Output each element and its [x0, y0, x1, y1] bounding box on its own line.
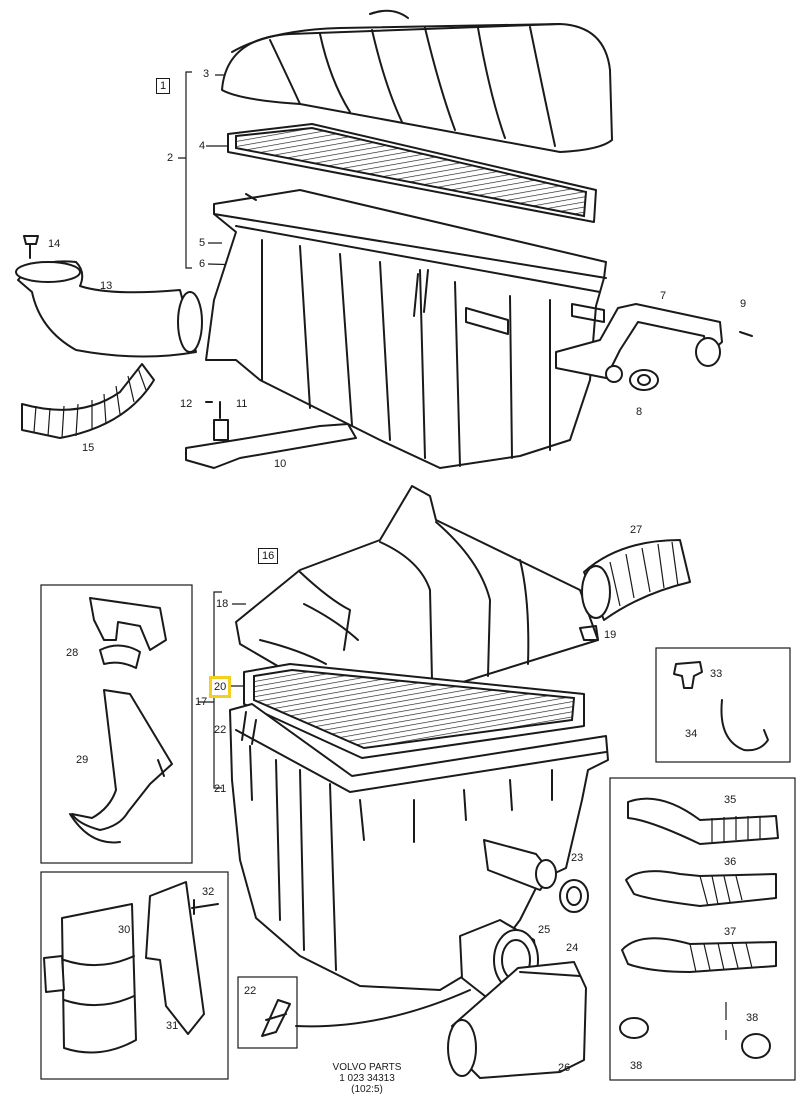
- lower-filter-element: [243, 663, 585, 759]
- caption-ref: (102:5): [351, 1084, 383, 1095]
- top-assembly: [15, 9, 753, 469]
- air-cleaner-housing: [205, 189, 607, 469]
- callout-17: 17: [195, 696, 208, 708]
- callout-7: 7: [660, 290, 667, 302]
- callout-2: 2: [167, 152, 174, 164]
- callout-15: 15: [82, 442, 95, 454]
- caption-brand: VOLVO PARTS: [332, 1062, 402, 1073]
- callout-9: 9: [740, 298, 747, 310]
- parts-caption: VOLVO PARTS 1 023 34313 (102:5): [312, 1062, 422, 1095]
- callout-35: 35: [724, 794, 737, 806]
- air-filter-element: [227, 123, 597, 223]
- group-1-bracket: [185, 71, 192, 269]
- inset-bracket-28-29: [40, 584, 193, 864]
- callout-31: 31: [166, 1020, 179, 1032]
- callout-14: 14: [48, 238, 61, 250]
- group-label-1: 1: [156, 78, 171, 94]
- callout-19: 19: [604, 629, 617, 641]
- inset-clip-22: [237, 976, 298, 1049]
- callout-13: 13: [100, 280, 113, 292]
- callout-29: 29: [76, 754, 89, 766]
- callout-22: 22: [214, 724, 227, 736]
- intake-elbow: [15, 260, 203, 358]
- callout-12: 12: [180, 398, 193, 410]
- callout-28: 28: [66, 647, 79, 659]
- callout-38-left: 38: [630, 1060, 643, 1072]
- callout-30: 30: [118, 924, 131, 936]
- callout-32: 32: [202, 886, 215, 898]
- callout-37: 37: [724, 926, 737, 938]
- callout-6: 6: [199, 258, 206, 270]
- mounting-bracket: [555, 303, 753, 383]
- intake-scoop: [447, 961, 587, 1079]
- callout-38-right: 38: [746, 1012, 759, 1024]
- callout-21: 21: [214, 783, 227, 795]
- inset-hoses-35-38: [609, 777, 796, 1081]
- callout-36: 36: [724, 856, 737, 868]
- grommet: [629, 369, 659, 391]
- air-cleaner-cover: [221, 9, 613, 153]
- callout-3: 3: [203, 68, 210, 80]
- callout-34: 34: [685, 728, 698, 740]
- callout-18: 18: [216, 598, 229, 610]
- lower-air-cleaner-housing: [229, 703, 609, 991]
- callout-33: 33: [710, 668, 723, 680]
- callout-10: 10: [274, 458, 287, 470]
- inset-brackets-30-32: [40, 871, 229, 1080]
- callout-23: 23: [571, 852, 584, 864]
- callout-8: 8: [636, 406, 643, 418]
- callout-5: 5: [199, 237, 206, 249]
- callout-26: 26: [558, 1062, 571, 1074]
- bottom-assembly: [198, 485, 691, 1079]
- seal-ring: [559, 879, 589, 913]
- corrugated-hose: [21, 363, 155, 439]
- lower-air-cleaner-cover: [235, 485, 599, 715]
- inset-clip-33-34: [655, 647, 791, 763]
- callout-20-highlighted[interactable]: 20: [209, 676, 232, 698]
- callout-4: 4: [199, 140, 206, 152]
- group-label-16: 16: [258, 548, 279, 564]
- callout-24: 24: [566, 942, 579, 954]
- caption-number: 1 023 34313: [339, 1073, 395, 1084]
- callout-22-inset: 22: [244, 985, 257, 997]
- callout-11: 11: [236, 398, 248, 410]
- callout-25: 25: [538, 924, 551, 936]
- callout-27: 27: [630, 524, 643, 536]
- corrugated-duct: [581, 539, 691, 621]
- lower-bracket: [185, 401, 357, 469]
